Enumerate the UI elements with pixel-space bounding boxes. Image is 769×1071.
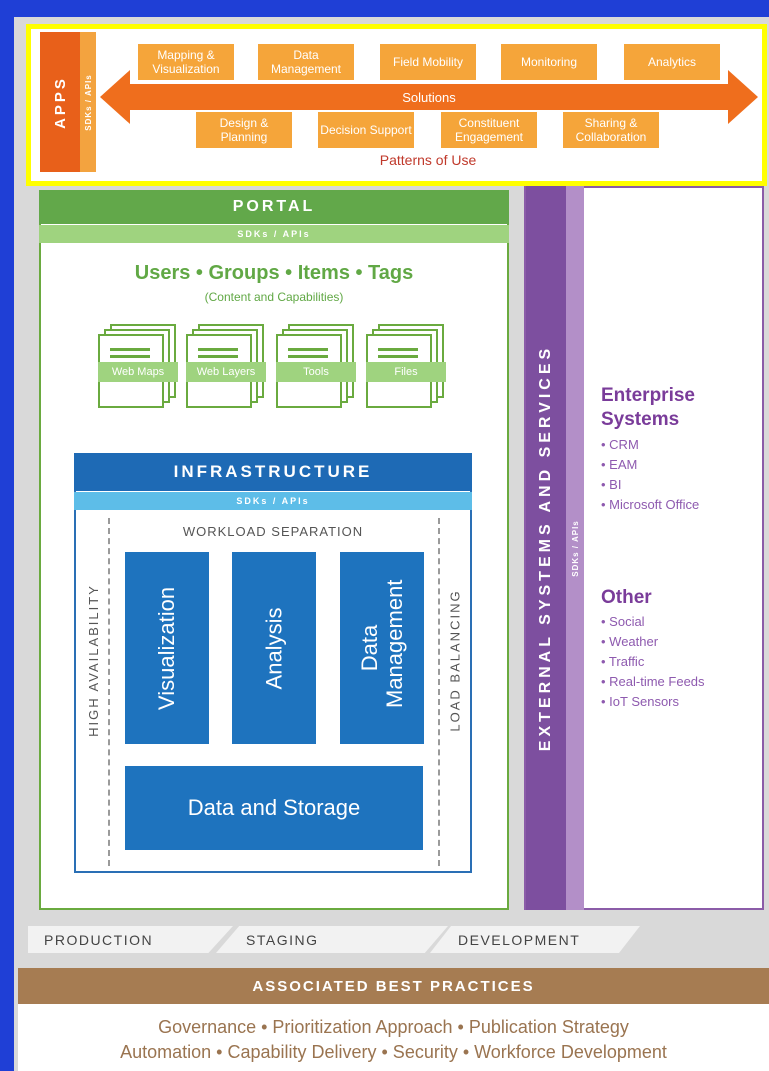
solutions-arrow-left-head <box>100 70 130 124</box>
pattern-analytics: Analytics <box>624 44 720 80</box>
infrastructure-sdk-label: SDKs / APIs <box>74 492 472 510</box>
best-practices-header: ASSOCIATED BEST PRACTICES <box>18 968 769 1004</box>
divider-right <box>438 518 440 866</box>
pattern-data-management: Data Management <box>258 44 354 80</box>
solutions-arrow-right-head <box>728 70 758 124</box>
infrastructure-header: INFRASTRUCTURE <box>74 453 472 491</box>
enterprise-systems-list: • CRM • EAM • BI • Microsoft Office <box>601 435 751 515</box>
list-item: • Real-time Feeds <box>601 674 705 689</box>
list-item: • CRM <box>601 437 639 452</box>
solutions-label: Solutions <box>402 89 456 105</box>
other-list: • Social • Weather • Traffic • Real-time… <box>601 612 751 712</box>
list-item: • Social <box>601 614 645 629</box>
doc-label: Tools <box>276 362 356 382</box>
env-staging: STAGING <box>216 926 448 953</box>
web-layers-doc-icon: Web Layers <box>186 324 270 408</box>
tools-doc-icon: Tools <box>276 324 360 408</box>
other-title: Other <box>601 587 652 608</box>
pattern-design-planning: Design & Planning <box>196 112 292 148</box>
env-development: DEVELOPMENT <box>430 926 640 953</box>
pattern-constituent-engagement: Constituent Engagement <box>441 112 537 148</box>
external-header: EXTERNAL SYSTEMS AND SERVICES <box>526 186 566 910</box>
list-item: • Traffic <box>601 654 645 669</box>
web-maps-doc-icon: Web Maps <box>98 324 182 408</box>
env-production: PRODUCTION <box>28 926 233 953</box>
portal-sdk-label: SDKs / APIs <box>39 225 509 243</box>
workload-separation-label: WORKLOAD SEPARATION <box>182 524 364 539</box>
enterprise-systems-title: Enterprise Systems <box>601 385 695 430</box>
apps-label: APPS <box>40 32 80 172</box>
data-management-box: Data Management <box>340 552 424 744</box>
load-balancing-label: LOAD BALANCING <box>447 588 463 732</box>
portal-title: Users • Groups • Items • Tags <box>134 262 414 284</box>
pattern-sharing-collaboration: Sharing & Collaboration <box>563 112 659 148</box>
best-practices-line-1: Governance • Prioritization Approach • P… <box>158 1017 629 1037</box>
patterns-of-use-label: Patterns of Use <box>379 152 477 168</box>
analysis-box: Analysis <box>232 552 316 744</box>
portal-subtitle: (Content and Capabilities) <box>204 290 344 304</box>
pattern-field-mobility: Field Mobility <box>380 44 476 80</box>
portal-header: PORTAL <box>39 190 509 224</box>
list-item: • IoT Sensors <box>601 694 680 709</box>
external-sdk-label: SDKs / APIs <box>566 186 584 910</box>
files-doc-icon: Files <box>366 324 450 408</box>
pattern-mapping-visualization: Mapping & Visualization <box>138 44 234 80</box>
high-availability-label: HIGH AVAILABILITY <box>85 583 101 737</box>
list-item: • EAM <box>601 457 638 472</box>
pattern-monitoring: Monitoring <box>501 44 597 80</box>
doc-label: Files <box>366 362 446 382</box>
list-item: • Microsoft Office <box>601 497 700 512</box>
pattern-decision-support: Decision Support <box>318 112 414 148</box>
list-item: • BI <box>601 477 622 492</box>
visualization-box: Visualization <box>125 552 209 744</box>
doc-label: Web Layers <box>186 362 266 382</box>
divider-left <box>108 518 110 866</box>
data-and-storage-box: Data and Storage <box>125 766 423 850</box>
apps-sdk-label: SDKs / APIs <box>80 32 96 172</box>
doc-label: Web Maps <box>98 362 178 382</box>
best-practices-line-2: Automation • Capability Delivery • Secur… <box>120 1042 667 1062</box>
best-practices-body <box>18 1004 769 1071</box>
list-item: • Weather <box>601 634 659 649</box>
solutions-arrow <box>128 84 730 110</box>
